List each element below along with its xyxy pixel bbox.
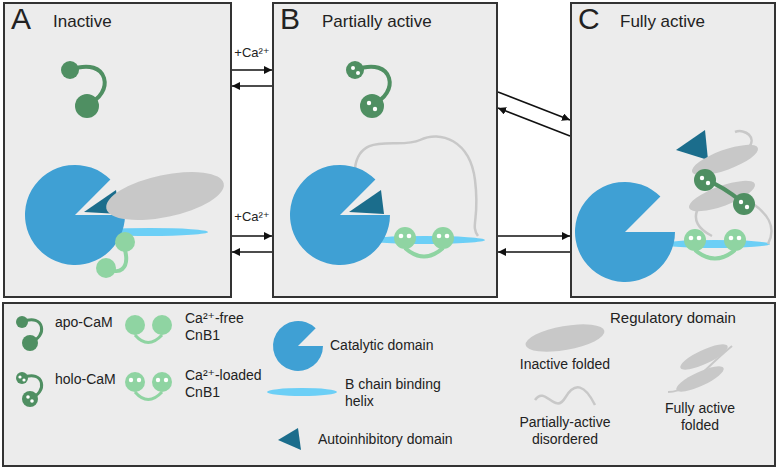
legend-cnb1-free [125,315,172,343]
cnb1-loaded [394,227,454,257]
legend-text: apo-CaM [55,314,113,331]
equilibrium-arrow [232,251,272,253]
catalytic-domain [25,165,125,265]
equilibrium-arrow [232,69,272,71]
panel-letter: B [280,2,300,37]
apo-cam [61,61,105,118]
legend-holo-cam [16,372,42,407]
regulatory-inactive [102,163,228,229]
equilibrium-arrow [498,108,570,136]
equilibrium-arrow [232,85,272,87]
panel-letter: C [578,2,600,37]
legend-disordered [535,387,595,405]
catalytic-domain [290,165,390,265]
b-chain-helix [660,240,770,248]
panel-letter: A [11,2,31,37]
legend-text: Partially-active disordered [505,414,625,448]
panel-ground [570,2,776,298]
panel-title: Fully active [620,12,705,32]
holo-cam [694,169,755,215]
legend-inactive-folded [524,319,607,357]
equilibrium-arrow [498,251,570,253]
legend-text: B chain binding helix [345,376,441,410]
legend-text: Fully active folded [645,400,755,434]
equilibrium-arrow [498,235,570,237]
legend-apo-cam [16,316,42,351]
cnb1-free [96,232,135,278]
autoinhibitory-domain [349,190,384,214]
legend-catalytic [273,321,323,371]
panel-title: Partially active [322,12,432,32]
legend-active-folded [668,340,732,397]
legend-helix [267,388,337,396]
legend-text: Inactive folded [505,356,625,373]
legend-box [3,303,775,466]
legend-text: Ca²⁺-loaded CnB1 [185,367,281,401]
panel-ground [3,2,232,298]
legend-heading: Regulatory domain [610,309,736,327]
equilibrium-arrow [498,92,570,120]
panel-ground [272,2,498,298]
legend-text: holo-CaM [55,371,116,388]
legend-text: Catalytic domain [330,337,434,354]
equilibrium-arrow [232,235,272,237]
legend-text: Ca²⁺-free CnB1 [185,310,267,344]
legend-cnb1-loaded [125,372,172,400]
panel-box: B Partially active [272,2,498,298]
panel-box: A Inactive [3,2,232,298]
panel-box: C Fully active [570,2,776,298]
legend-text: Autoinhibitory domain [318,431,453,448]
panel-title: Inactive [53,12,112,32]
cnb1-loaded [684,229,746,259]
legend-autoinhibitory [278,428,301,450]
autoinhibitory-domain [676,130,708,160]
edge-label: +Ca²⁺ [233,45,270,60]
holo-cam [346,61,390,118]
edge-label: +Ca²⁺ [233,209,270,224]
catalytic-domain [575,182,675,282]
